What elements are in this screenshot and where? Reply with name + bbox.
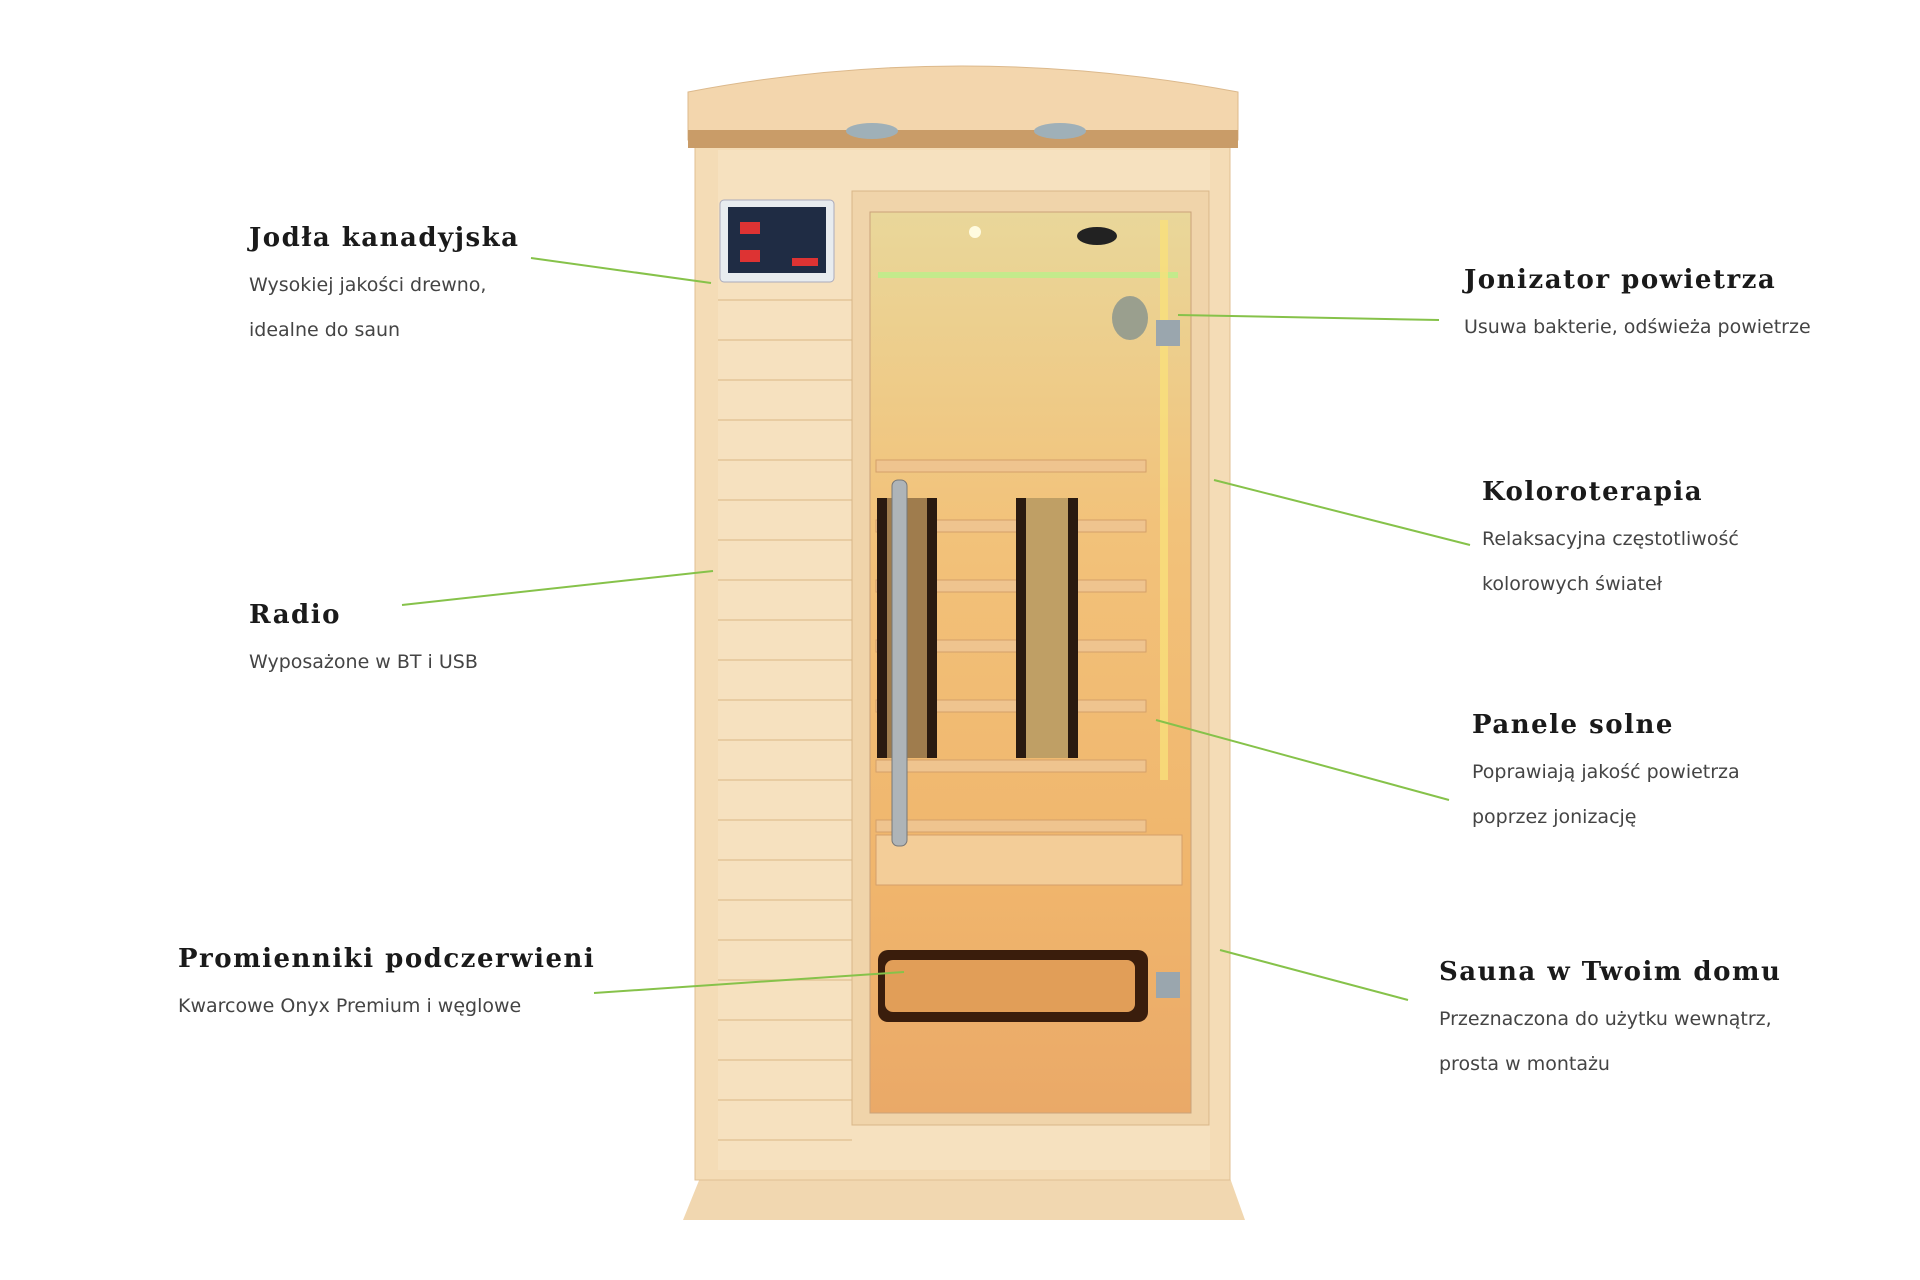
speaker — [1077, 227, 1117, 245]
callout-text: poprzez jonizację — [1472, 806, 1637, 828]
callout-jonizator: Jonizator powietrza Usuwa bakterie, odśw… — [1464, 265, 1811, 350]
callout-panele: Panele solne Poprawiają jakość powietrza… — [1472, 710, 1740, 840]
door-hinge — [1156, 320, 1180, 346]
callout-text: Wyposażone w BT i USB — [249, 651, 478, 673]
sauna-roof — [687, 65, 1239, 141]
callout-text: Przeznaczona do użytku wewnątrz, — [1439, 1008, 1772, 1030]
wall-planks — [718, 299, 852, 1141]
callout-sauna: Sauna w Twoim domu Przeznaczona do użytk… — [1439, 957, 1781, 1087]
quartz-heater — [878, 950, 1148, 1022]
callout-title: Koloroterapia — [1482, 477, 1704, 507]
callout-title: Jodła kanadyjska — [249, 223, 520, 253]
callout-text: Poprawiają jakość powietrza — [1472, 761, 1740, 783]
callout-text: idealne do saun — [249, 319, 401, 341]
callout-radio: Radio Wyposażone w BT i USB — [249, 600, 478, 685]
leader-line-panele — [1155, 719, 1450, 801]
bench — [875, 834, 1183, 886]
callout-koloroterapia: Koloroterapia Relaksacyjna częstotliwość… — [1482, 477, 1739, 607]
leader-line-radio — [401, 570, 714, 606]
callout-text: Kwarcowe Onyx Premium i węglowe — [178, 995, 522, 1017]
sauna-base — [683, 1178, 1245, 1220]
door-hinge — [1156, 972, 1180, 998]
leader-line-sauna — [1219, 949, 1409, 1001]
callout-title: Jonizator powietrza — [1464, 265, 1777, 295]
callout-jodla: Jodła kanadyjska Wysokiej jakości drewno… — [249, 223, 520, 353]
callout-promienniki: Promienniki podczerwieni Kwarcowe Onyx P… — [178, 944, 595, 1029]
callout-text: prosta w montażu — [1439, 1053, 1610, 1075]
leader-line-promienniki — [593, 971, 905, 994]
led-strip — [878, 272, 1178, 278]
leader-line-jodla — [530, 257, 712, 284]
infrared-heater-panel — [877, 498, 1078, 758]
callout-text: Relaksacyjna częstotliwość — [1482, 528, 1739, 550]
callout-title: Sauna w Twoim domu — [1439, 957, 1782, 987]
ionizer — [1112, 296, 1148, 340]
leader-line-koloroterapia — [1213, 479, 1471, 546]
ceiling-light — [1034, 123, 1086, 139]
callout-text: Wysokiej jakości drewno, — [249, 274, 487, 296]
ceiling-light — [846, 123, 898, 139]
callout-title: Panele solne — [1472, 710, 1674, 740]
callout-title: Promienniki podczerwieni — [178, 944, 596, 974]
callout-text: kolorowych świateł — [1482, 573, 1663, 595]
door-handle — [891, 479, 908, 847]
leader-line-jonizator — [1177, 314, 1440, 321]
callout-title: Radio — [249, 600, 341, 630]
callout-text: Usuwa bakterie, odświeża powietrze — [1464, 316, 1811, 338]
